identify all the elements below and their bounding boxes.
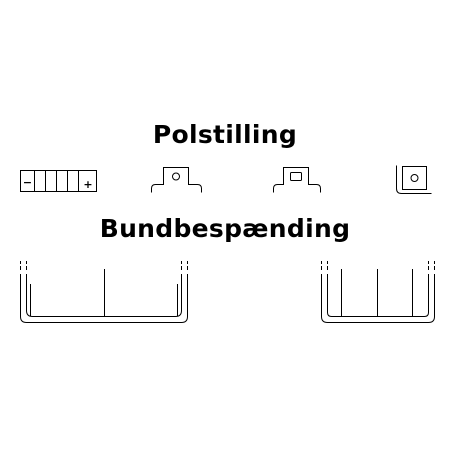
hold-down-narrow-base [321,261,435,323]
polarity-heading: Polstilling [152,120,298,149]
battery-cell-block: − + [20,170,97,192]
plus-terminal-label: + [83,178,92,191]
terminal-square-icon [273,167,321,193]
terminal-round-icon [151,167,202,193]
hold-down-wide-base [20,261,188,323]
hold-down-heading: Bundbespænding [99,214,351,243]
terminal-corner-icon [396,165,432,194]
minus-terminal-label: − [23,176,32,189]
